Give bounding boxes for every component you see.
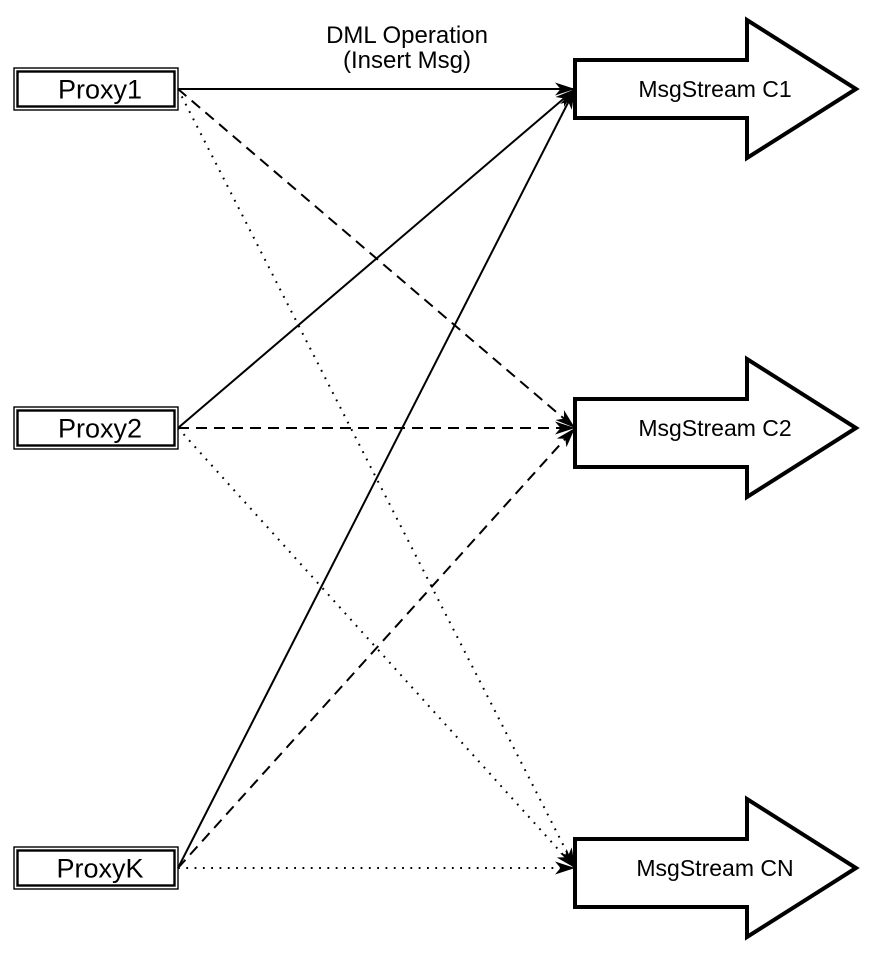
title-line-2: (Insert Msg) xyxy=(343,47,471,74)
msgstream-arrow-icon xyxy=(573,16,860,162)
stream-label: MsgStream C2 xyxy=(638,415,791,441)
proxy-nodes: Proxy1 Proxy2 ProxyK xyxy=(13,67,179,890)
proxy-node-proxy2: Proxy2 xyxy=(13,406,179,450)
proxy-label: Proxy1 xyxy=(58,75,142,105)
proxy-label: ProxyK xyxy=(56,854,143,884)
edge-proxyk-c1 xyxy=(177,88,576,869)
proxy-box xyxy=(16,70,176,108)
proxy-box xyxy=(16,849,176,887)
edge-proxyk-c2 xyxy=(177,427,576,869)
proxy-node-proxyk: ProxyK xyxy=(13,846,179,890)
stream-node-c1: MsgStream C1 xyxy=(573,16,860,162)
edges-layer xyxy=(177,82,576,875)
msgstream-arrow-icon xyxy=(573,355,860,501)
proxy-label: Proxy2 xyxy=(58,414,142,444)
proxy-node-proxy1: Proxy1 xyxy=(13,67,179,111)
proxy-box xyxy=(16,409,176,447)
edge-proxy1-c2 xyxy=(177,88,576,429)
stream-label: MsgStream C1 xyxy=(638,76,791,102)
stream-nodes: MsgStream C1 MsgStream C2 MsgStream CN xyxy=(573,16,860,941)
title-line-1: DML Operation xyxy=(326,22,488,49)
diagram-title: DML Operation (Insert Msg) xyxy=(326,22,488,74)
msgstream-arrow-icon xyxy=(573,795,860,941)
stream-label: MsgStream CN xyxy=(636,855,793,881)
stream-node-cn: MsgStream CN xyxy=(573,795,860,941)
stream-node-c2: MsgStream C2 xyxy=(573,355,860,501)
